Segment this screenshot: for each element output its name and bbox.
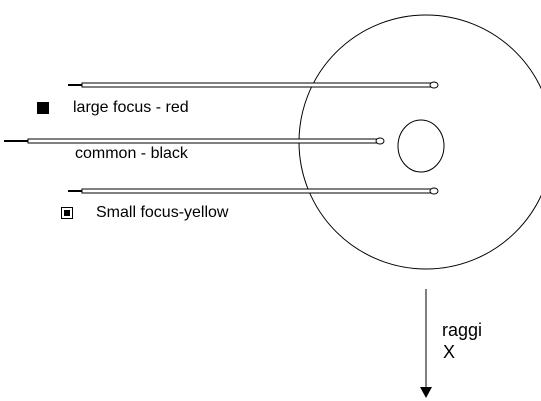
legend-common-label: common - black (75, 145, 188, 162)
legend-large-focus-label: large focus - red (73, 99, 189, 116)
legend-small-focus-label: Small focus-yellow (96, 204, 229, 221)
legend-hollow-square-icon (61, 207, 73, 219)
inner-circle (397, 119, 445, 173)
legend-solid-square-icon (37, 102, 49, 114)
xray-arrow (420, 289, 432, 398)
xray-label-line2: X (443, 342, 456, 362)
filament-common (4, 137, 385, 145)
filament-large-focus (68, 81, 439, 89)
filament-small-focus (68, 187, 439, 195)
xray-label-line1: raggi (442, 320, 483, 340)
